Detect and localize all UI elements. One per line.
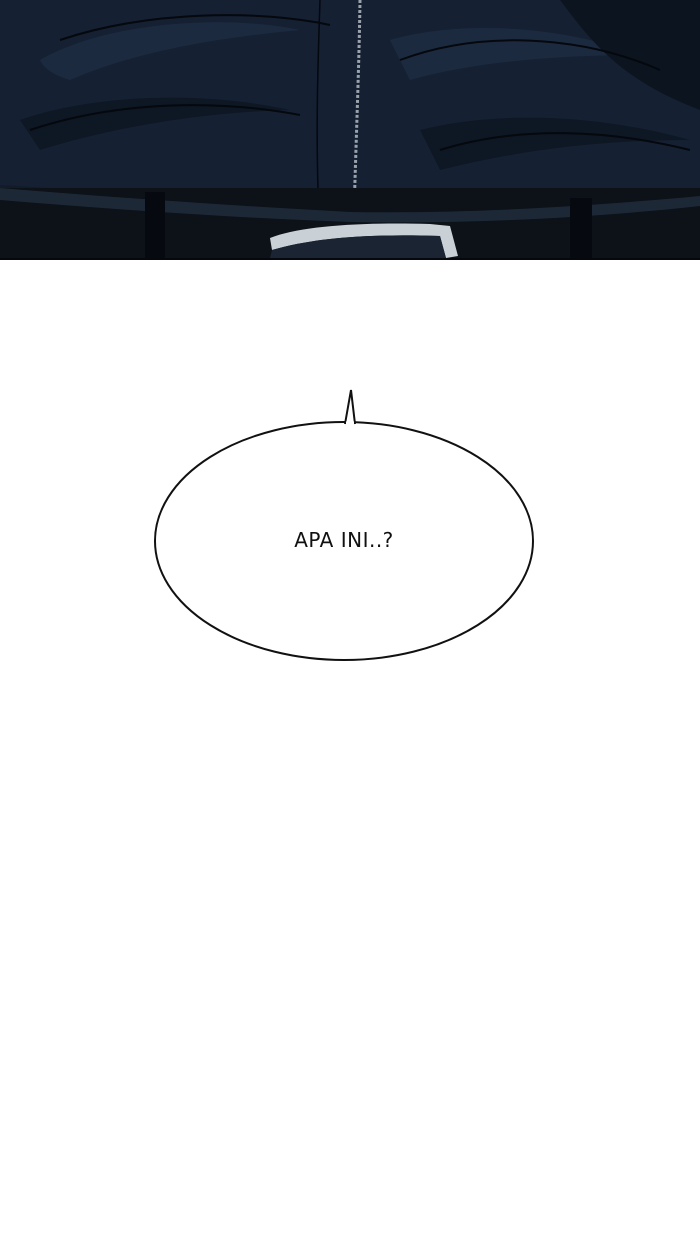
jacket-shadow-right <box>560 0 700 110</box>
jacket-fold-right <box>390 28 640 80</box>
jacket-line-2 <box>29 104 301 131</box>
jacket-fold-left <box>40 22 300 80</box>
speech-bubble-ellipse <box>154 421 534 661</box>
jacket-fold-shadow-left <box>20 97 290 150</box>
belt-loop-right <box>570 198 592 260</box>
zipper <box>352 0 362 216</box>
speech-bubble-text: APA INI..? <box>294 528 394 552</box>
speech-bubble-tail <box>344 389 356 425</box>
jacket-line-5 <box>316 0 321 191</box>
jacket-fold-shadow-right <box>420 117 690 170</box>
comic-panel-jacket <box>0 0 700 260</box>
belt-loop-left <box>145 192 165 260</box>
speech-bubble: APA INI..? <box>154 389 534 661</box>
belt-highlight <box>0 188 700 223</box>
jacket-line-3 <box>399 39 661 71</box>
speech-bubble-shape <box>154 389 534 661</box>
jacket-illustration <box>0 0 700 260</box>
belt-buckle-inner <box>270 235 446 258</box>
belt-buckle <box>270 223 458 258</box>
jacket-line-1 <box>59 14 331 41</box>
jacket-line-4 <box>439 132 691 151</box>
